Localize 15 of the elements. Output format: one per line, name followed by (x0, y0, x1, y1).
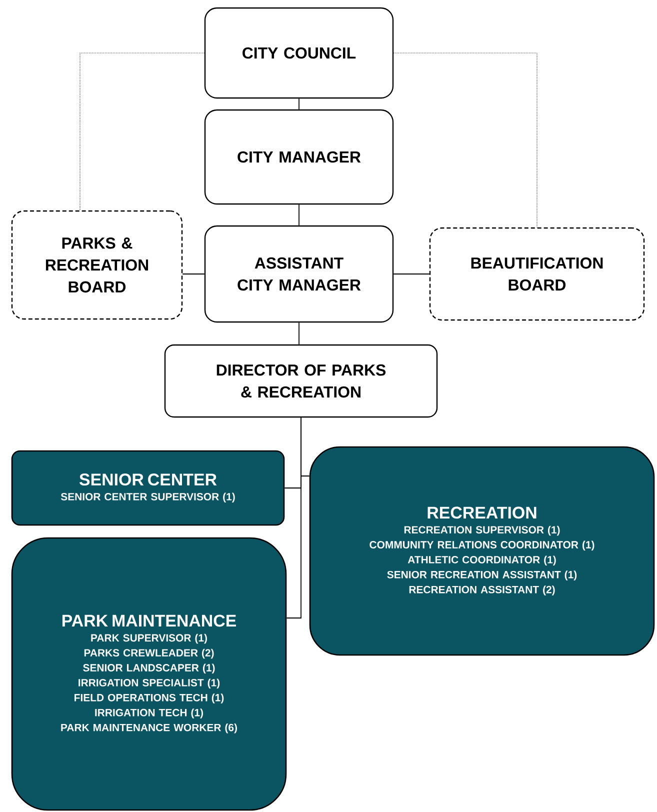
connector-line (286, 417, 302, 618)
board-box: PARKS & RECREATION BOARD (11, 210, 183, 320)
position-box: ASSISTANT CITY MANAGER (204, 225, 394, 323)
connector-line (393, 52, 538, 228)
connector-line (80, 52, 205, 211)
position-box: CITY MANAGER (204, 109, 394, 205)
department-box: RECREATION RECREATION SUPERVISOR (1) COMMUNITY RELATIONS COORDINATOR (1) ATHLETIC COORDINATOR (1) SENIOR RECREATION ASSISTANT (1) RECREATION ASSISTANT (2) (309, 446, 655, 656)
connector-line (298, 98, 300, 110)
position-box: DIRECTOR OF PARKS & RECREATION (164, 344, 438, 418)
connector-line (298, 322, 300, 345)
position-box: CITY COUNCIL (204, 7, 394, 99)
connector-line (298, 204, 300, 226)
department-box: PARK MAINTENANCE PARK SUPERVISOR (1) PARKS CREWLEADER (2) SENIOR LANDSCAPER (1) IRRIGATION SPECIALIST (1) FIELD OPERATIONS TECH (1) IRRIGATION TECH (1) PARK MAINTENANCE WORKER (6) (11, 537, 287, 811)
board-box: BEAUTIFICATION BOARD (429, 227, 645, 321)
department-box: SENIOR CENTER SENIOR CENTER SUPERVISOR (1) (11, 450, 285, 526)
